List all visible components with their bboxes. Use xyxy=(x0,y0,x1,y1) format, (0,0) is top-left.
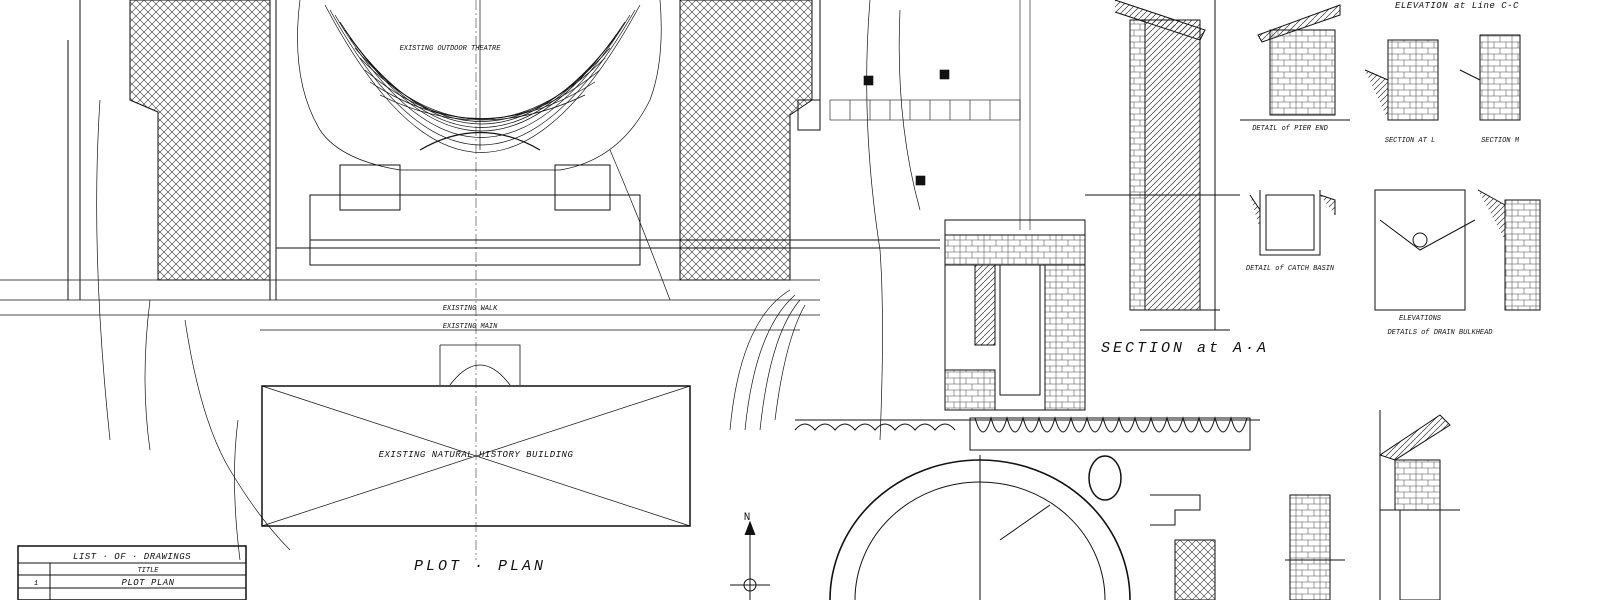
catch-basin-detail xyxy=(1249,190,1336,256)
natural-history-building xyxy=(261,0,691,560)
north-letter: N xyxy=(744,512,751,524)
utility-grid xyxy=(829,0,1031,230)
west-wing xyxy=(67,0,277,300)
drain-bulkhead-label: DETAILS of DRAIN BULKHEAD xyxy=(1387,329,1493,337)
elevations-label: ELEVATIONS xyxy=(1399,315,1442,323)
pier-end-label: DETAIL of PIER END xyxy=(1252,125,1328,133)
drawing-row-num: 1 xyxy=(34,580,38,588)
outdoor-theatre xyxy=(297,0,662,171)
section-aa-label: SECTION at A·A xyxy=(1101,340,1269,357)
building-label: EXISTING NATURAL HISTORY BUILDING xyxy=(379,450,574,460)
drawing-list-col-title: TITLE xyxy=(137,567,159,575)
arch-elevation xyxy=(794,416,1260,601)
elevation-cc-label: ELEVATION at Line C-C xyxy=(1395,1,1519,11)
catch-basin-label: DETAIL of CATCH BASIN xyxy=(1246,265,1335,273)
pier-end-detail xyxy=(1240,4,1350,121)
pier-section-details xyxy=(1285,410,1460,601)
stage-platform xyxy=(276,164,940,266)
theatre-label: EXISTING OUTDOOR THEATRE xyxy=(400,45,502,53)
contour-lines xyxy=(96,0,921,561)
section-aa-wall xyxy=(1085,0,1240,331)
drawing-row-title: PLOT PLAN xyxy=(121,578,174,588)
plot-plan-title: PLOT · PLAN xyxy=(414,558,546,575)
drawing-list-heading: LIST · OF · DRAWINGS xyxy=(73,552,191,562)
east-wing xyxy=(679,0,821,281)
section-m-label: SECTION M xyxy=(1481,137,1520,145)
drain-bulkhead-detail xyxy=(1374,189,1541,311)
main-label: EXISTING MAIN xyxy=(443,323,498,331)
north-arrow-symbol xyxy=(730,520,770,600)
section-l-label: SECTION AT L xyxy=(1385,137,1435,145)
tunnel-vent-detail xyxy=(944,219,1086,411)
walk-lines xyxy=(0,279,820,386)
walk-label: EXISTING WALK xyxy=(443,305,498,313)
section-l-detail xyxy=(1364,34,1521,121)
